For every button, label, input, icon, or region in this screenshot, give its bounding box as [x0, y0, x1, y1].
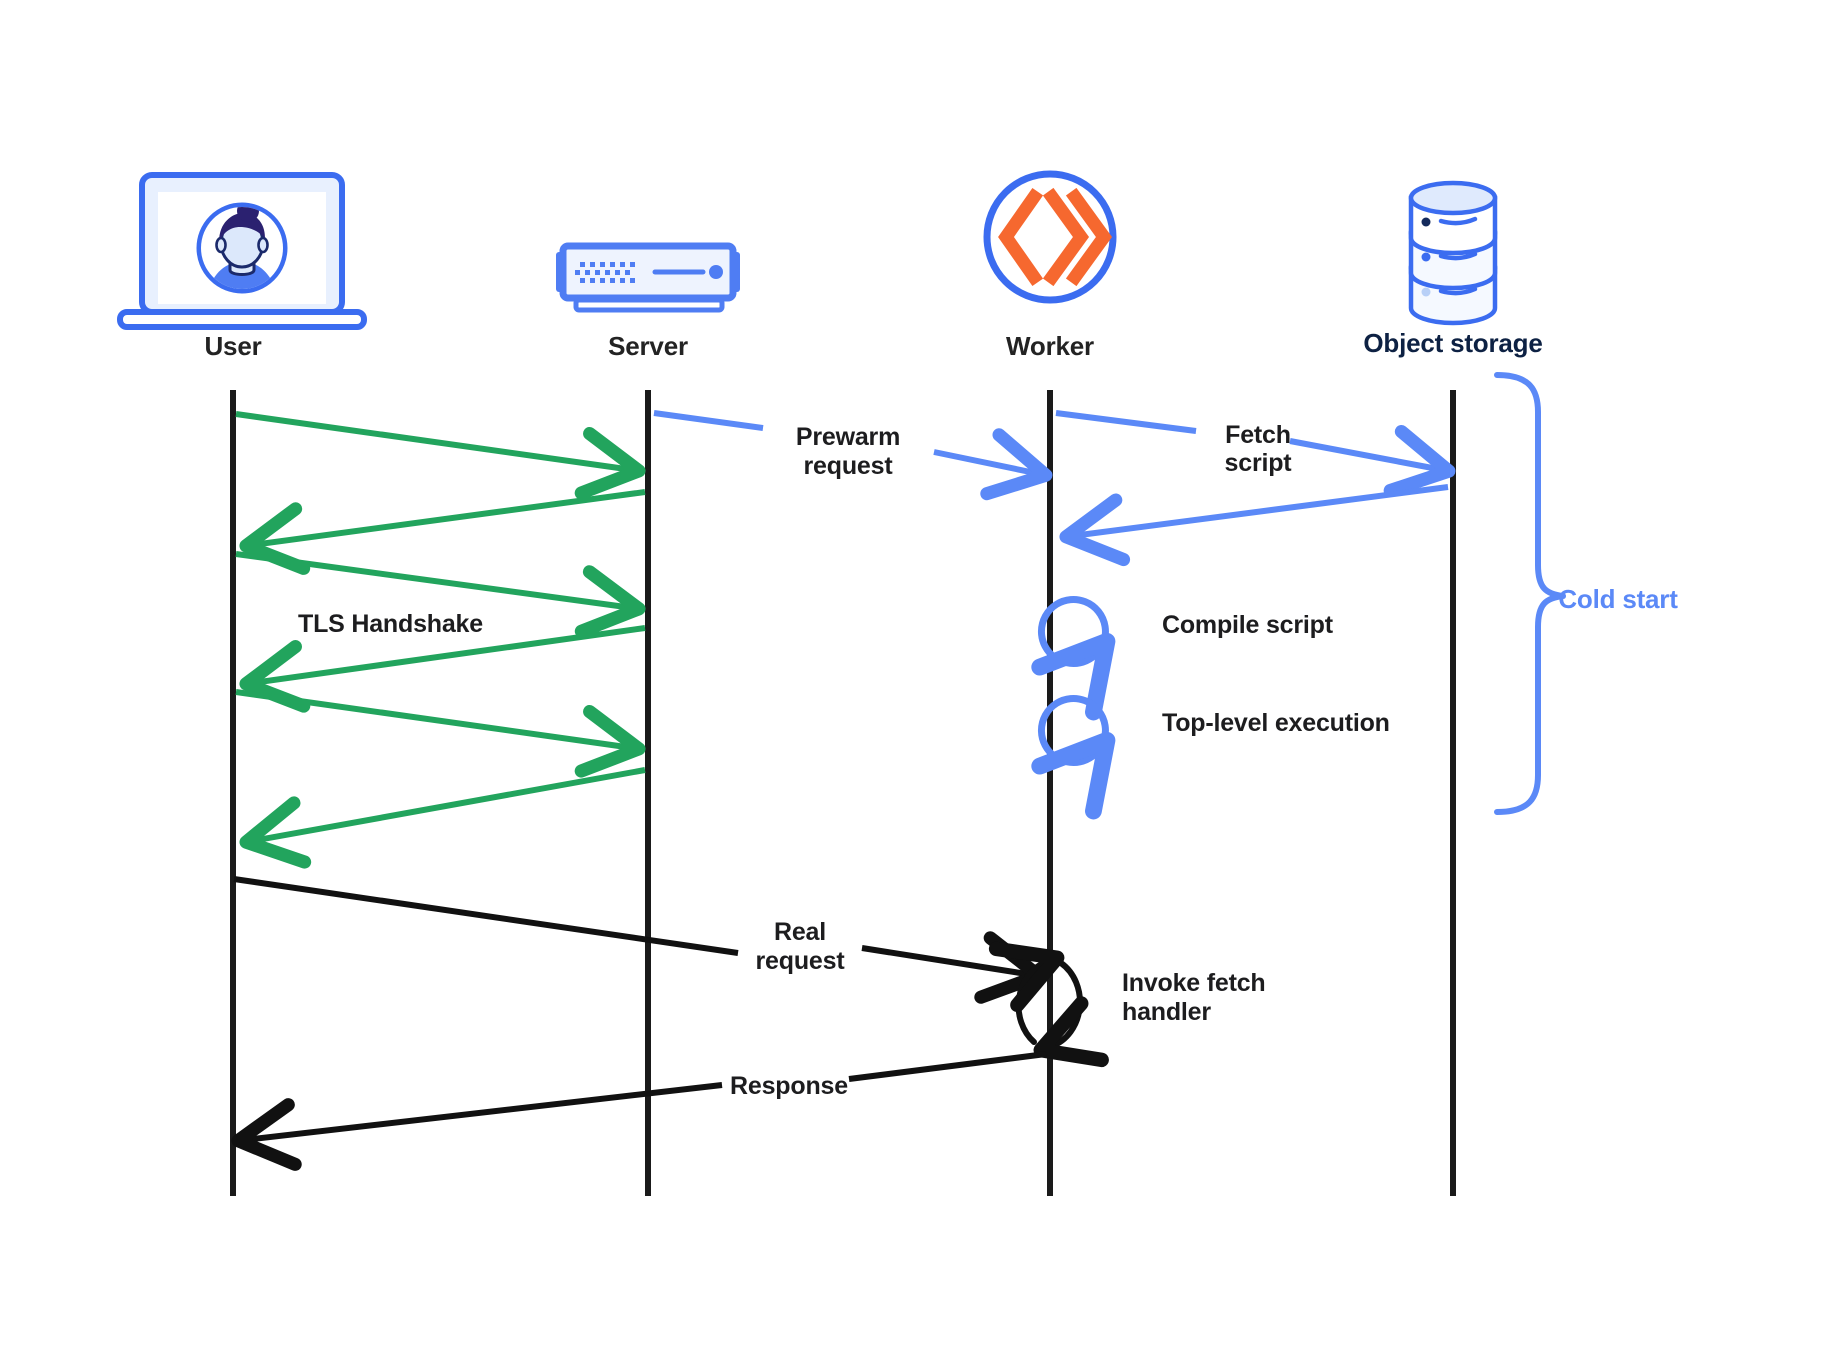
cold-start-label: Cold start: [1558, 584, 1678, 614]
self-loop-top-level-execution: [1031, 695, 1116, 820]
message-label-prewarm-line1: Prewarm: [796, 423, 900, 451]
self-loop-compile-script: [1031, 596, 1116, 721]
cold-start-brace: [1494, 372, 1566, 815]
self-loop-invoke-fetch-handler: [988, 941, 1109, 1068]
message-label-fetch-line2: script: [1225, 449, 1293, 477]
message-prewarm-request: [653, 410, 1053, 501]
message-response: [231, 1051, 1047, 1171]
message-fetch-script: [1055, 410, 1456, 498]
message-tls-4: [239, 625, 646, 713]
message-label-prewarm-line2: request: [804, 452, 894, 480]
message-tls-6: [239, 767, 646, 869]
self-loop-label-invoke-fetch-line2: handler: [1122, 998, 1211, 1026]
message-real-request: [233, 876, 1046, 1004]
message-label-fetch-line1: Fetch: [1225, 421, 1291, 449]
participant-label-object-storage: Object storage: [1363, 328, 1542, 358]
message-tls-3: [235, 551, 646, 638]
cloudflare-workers-icon: [983, 170, 1117, 304]
message-label-tls-handshake: TLS Handshake: [298, 610, 483, 638]
message-tls-2: [239, 489, 646, 575]
self-loop-label-invoke-fetch-line1: Invoke fetch: [1122, 969, 1265, 997]
server-rack-icon: [556, 242, 740, 313]
message-tls-5: [235, 689, 646, 778]
laptop-user-icon: [117, 172, 367, 330]
message-label-real-request-line2: request: [756, 947, 846, 975]
participant-label-user: User: [204, 331, 261, 361]
database-cylinder-icon: [1408, 180, 1498, 326]
self-loop-label-compile-script: Compile script: [1162, 611, 1334, 639]
participant-label-worker: Worker: [1006, 331, 1094, 361]
message-tls-1: [235, 411, 646, 500]
message-script-return: [1059, 484, 1449, 567]
message-label-response: Response: [730, 1072, 848, 1100]
self-loop-label-top-level-execution: Top-level execution: [1162, 709, 1390, 737]
message-label-real-request-line1: Real: [774, 918, 826, 946]
participant-label-server: Server: [608, 331, 688, 361]
